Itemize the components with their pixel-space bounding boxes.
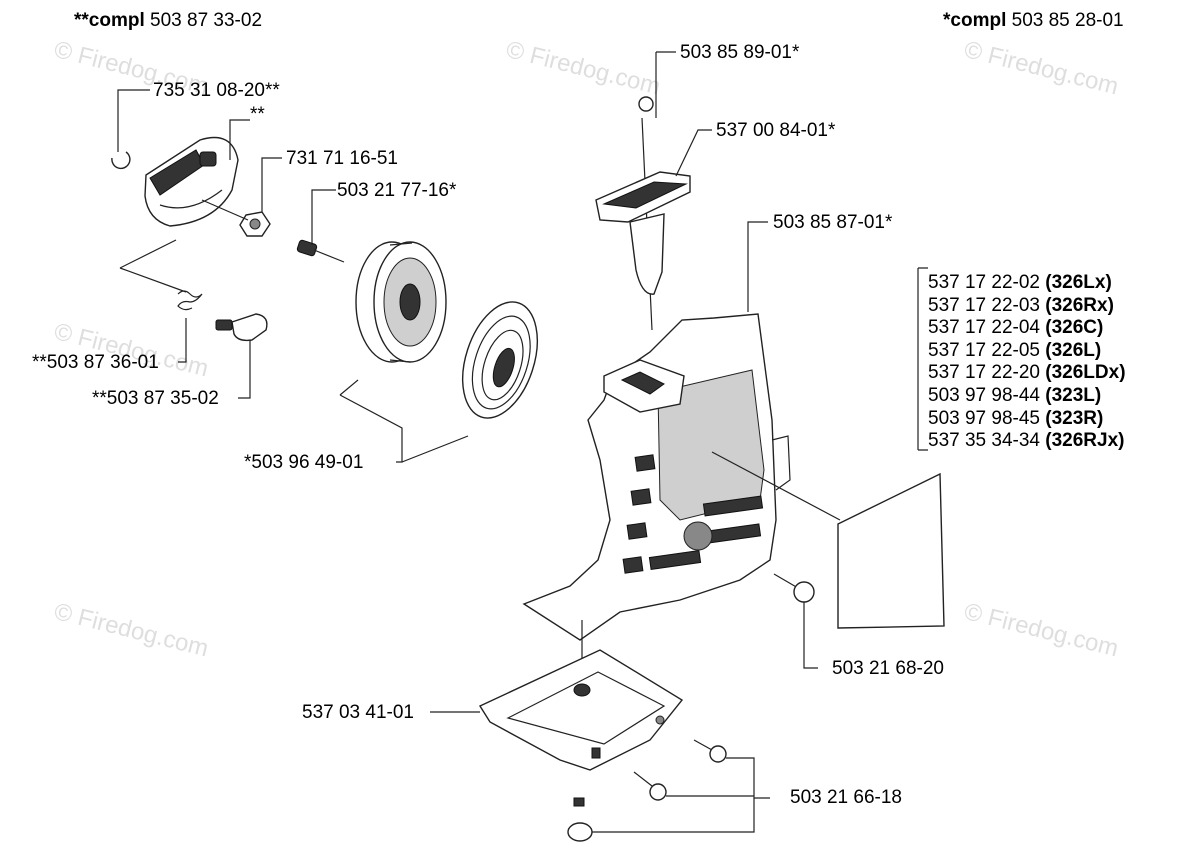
decal-part-list: 537 17 22-02 (326Lx) 537 17 22-03 (326Rx…	[928, 272, 1126, 453]
decal-list-item[interactable]: 503 97 98-44 (323L)	[928, 384, 1102, 406]
part-label-537-00-84[interactable]: 537 00 84-01*	[716, 120, 836, 141]
right-header-prefix: *compl	[943, 10, 1007, 31]
part-label-537-03-41[interactable]: 537 03 41-01	[302, 702, 414, 723]
screw-part	[296, 239, 345, 263]
starter-housing-part	[522, 313, 791, 641]
plug-part	[567, 797, 593, 842]
snap-ring-part	[111, 151, 131, 170]
part-label-503-87-35[interactable]: **503 87 35-02	[92, 388, 219, 409]
bottom-plate-part	[478, 649, 684, 771]
left-header-number: 503 87 33-02	[150, 10, 263, 31]
nut-part	[239, 211, 271, 237]
decal-list-item[interactable]: 537 17 22-20 (326LDx)	[928, 362, 1126, 384]
decal-list-item[interactable]: 537 35 34-34 (326RJx)	[928, 430, 1125, 452]
pawl-part	[215, 313, 268, 342]
part-label-503-21-66[interactable]: 503 21 66-18	[790, 787, 902, 808]
part-label-503-87-36[interactable]: **503 87 36-01	[32, 352, 159, 373]
decal-list-item[interactable]: 537 17 22-05 (326L)	[928, 339, 1102, 361]
rope-pulley-part	[355, 241, 447, 363]
left-header-prefix: **compl	[74, 10, 145, 31]
left-assembly-header: **compl 503 87 33-02	[74, 10, 262, 32]
pawl-cover-part	[144, 136, 239, 227]
decal-list-item[interactable]: 503 97 98-45 (323R)	[928, 407, 1104, 429]
decal-part	[837, 472, 945, 629]
part-label-503-85-89[interactable]: 503 85 89-01*	[680, 42, 800, 63]
decal-list-item[interactable]: 537 17 22-04 (326C)	[928, 317, 1104, 339]
decal-list-item[interactable]: 537 17 22-03 (326Rx)	[928, 294, 1114, 316]
part-label-503-21-68[interactable]: 503 21 68-20	[832, 658, 944, 679]
part-label-503-85-87[interactable]: 503 85 87-01*	[773, 212, 893, 233]
part-label-735-31-08[interactable]: 735 31 08-20**	[153, 80, 280, 101]
decal-list-item[interactable]: 537 17 22-02 (326Lx)	[928, 272, 1112, 293]
part-label-503-21-77[interactable]: 503 21 77-16*	[337, 180, 457, 201]
part-label-731-71-16[interactable]: 731 71 16-51	[286, 148, 398, 169]
part-label-503-96-49[interactable]: *503 96 49-01	[244, 452, 364, 473]
screw-part	[633, 739, 727, 801]
right-header-number: 503 85 28-01	[1011, 10, 1124, 31]
starter-handle-part	[595, 171, 691, 295]
right-assembly-header: *compl 503 85 28-01	[943, 10, 1124, 32]
screw-part	[773, 573, 815, 603]
part-label-double-star: **	[250, 104, 265, 125]
recoil-spring-part	[462, 301, 538, 419]
spring-part	[177, 290, 203, 311]
